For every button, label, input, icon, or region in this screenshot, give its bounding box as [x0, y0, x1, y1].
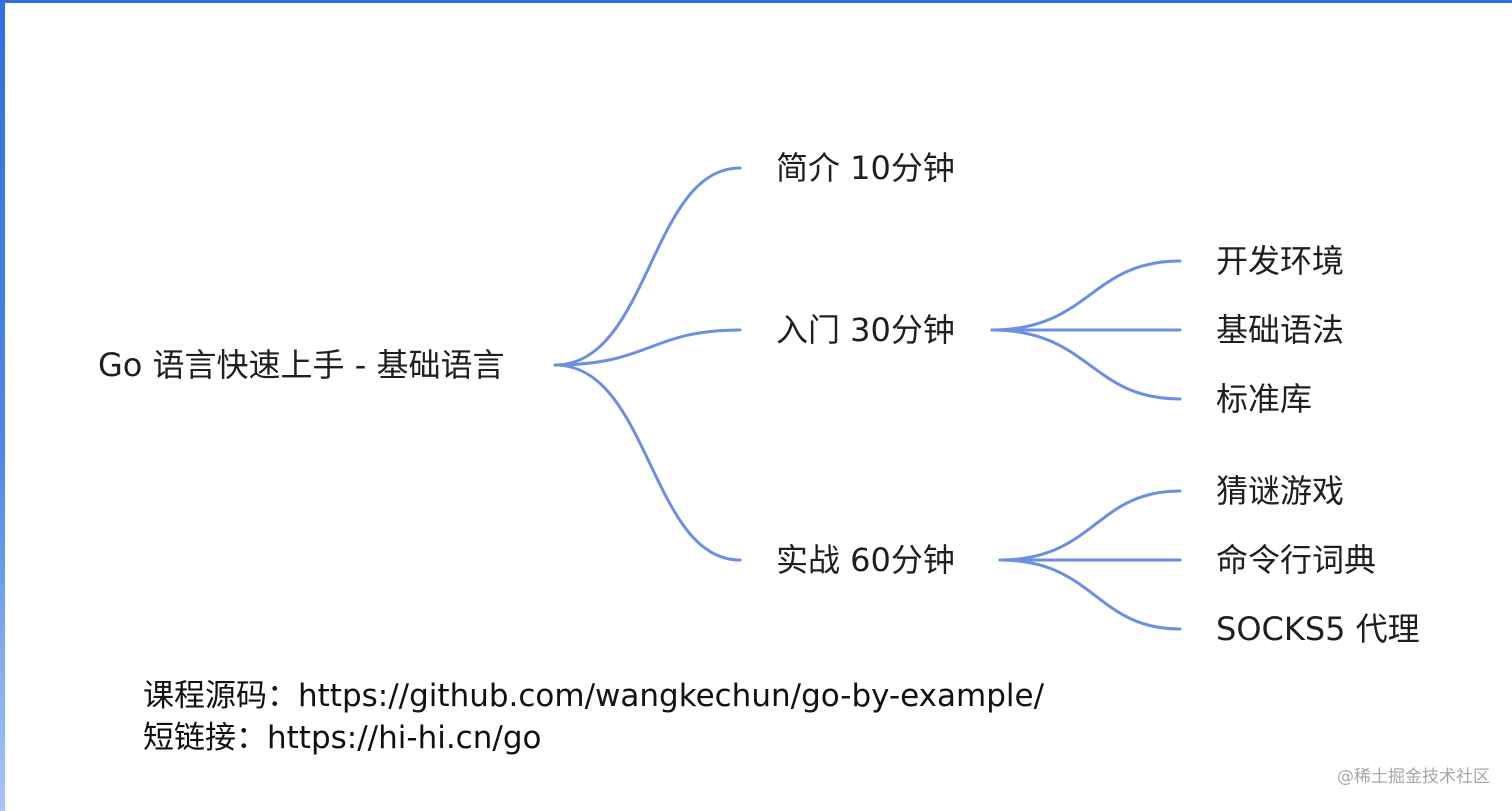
- link-basics-env: [990, 259, 1182, 332]
- mindmap-root: Go 语言快速上手 - 基础语言: [98, 346, 505, 384]
- link-root-basics: [553, 328, 742, 367]
- leaf-socks5-proxy: SOCKS5 代理: [1216, 610, 1420, 648]
- leaf-dev-env: 开发环境: [1216, 242, 1345, 280]
- left-border: [0, 0, 5, 811]
- short-link-line: 短链接：https://hi-hi.cn/go: [143, 720, 542, 756]
- branch-intro: 简介 10分钟: [776, 149, 955, 187]
- source-code-line: 课程源码：https://github.com/wangkechun/go-by…: [143, 678, 1045, 714]
- link-practice-proxy: [998, 558, 1182, 631]
- branch-practice: 实战 60分钟: [776, 541, 955, 579]
- leaf-cli-dictionary: 命令行词典: [1216, 541, 1377, 579]
- link-basics-stdlib: [990, 328, 1182, 401]
- link-root-practice: [553, 363, 742, 562]
- leaf-guess-game: 猜谜游戏: [1216, 472, 1345, 510]
- leaf-syntax: 基础语法: [1216, 311, 1345, 349]
- top-border: [0, 0, 1512, 3]
- link-practice-game: [998, 489, 1182, 562]
- link-root-intro: [553, 166, 742, 367]
- leaf-stdlib: 标准库: [1216, 380, 1313, 418]
- branch-basics: 入门 30分钟: [776, 311, 955, 349]
- watermark: @稀土掘金技术社区: [1337, 767, 1490, 787]
